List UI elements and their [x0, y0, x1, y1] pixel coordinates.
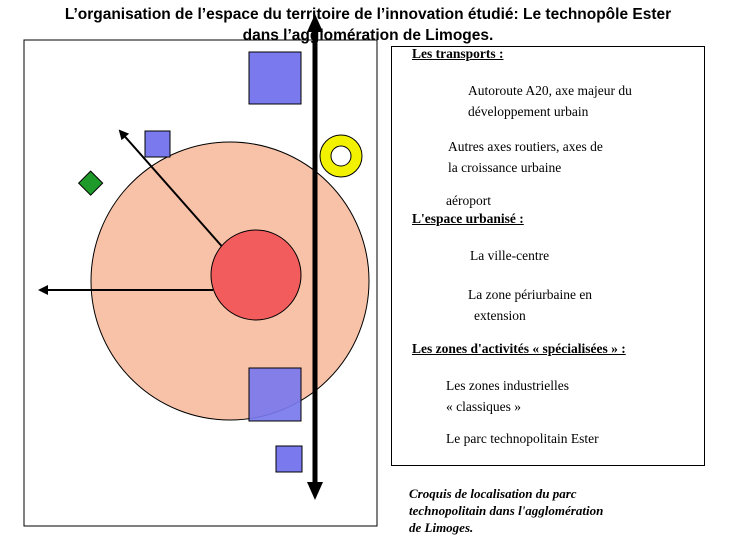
industrial-zone-top [248, 51, 302, 105]
legend-autres-label: Autres axes routiers, axes de la croissa… [448, 139, 603, 175]
title-line-1: L’organisation de l’espace du territoire… [64, 6, 672, 23]
industrial-zone-small [144, 130, 171, 158]
legend-parc-label: Le parc technopolitain Ester [446, 431, 599, 446]
legend-periurbaine-label: La zone périurbaine en extension [468, 287, 593, 323]
technopole-ester-hole [330, 145, 352, 167]
legend-zones-heading: Les zones d'activités « spécialisées » : [412, 341, 626, 356]
city-centre [210, 229, 302, 321]
a20-arrowhead-top [307, 14, 323, 32]
legend-box [391, 46, 705, 466]
legend-autoroute-label: Autoroute A20, axe majeur du développeme… [468, 83, 632, 119]
road-arrow-northwest [118, 129, 227, 252]
legend-urbanise-heading: L'espace urbanisé : [412, 211, 524, 226]
airport-diamond [77, 170, 104, 196]
map-caption: Croquis de localisation du parc technopo… [409, 486, 604, 535]
legend-ville-centre-label: La ville-centre [470, 248, 550, 263]
industrial-zone-tiny [275, 445, 303, 473]
industrial-zone-bottom [248, 367, 302, 422]
a20-arrowhead-bottom [307, 482, 323, 500]
legend-transports-heading: Les transports : [412, 46, 504, 61]
title-line-2: dans l’agglomération de Limoges. [242, 27, 494, 44]
legend-industrielles-label: Les zones industrielles « classiques » [446, 378, 569, 414]
legend-aeroport-label: aéroport [446, 193, 491, 208]
page-title: L’organisation de l’espace du territoire… [0, 4, 736, 46]
